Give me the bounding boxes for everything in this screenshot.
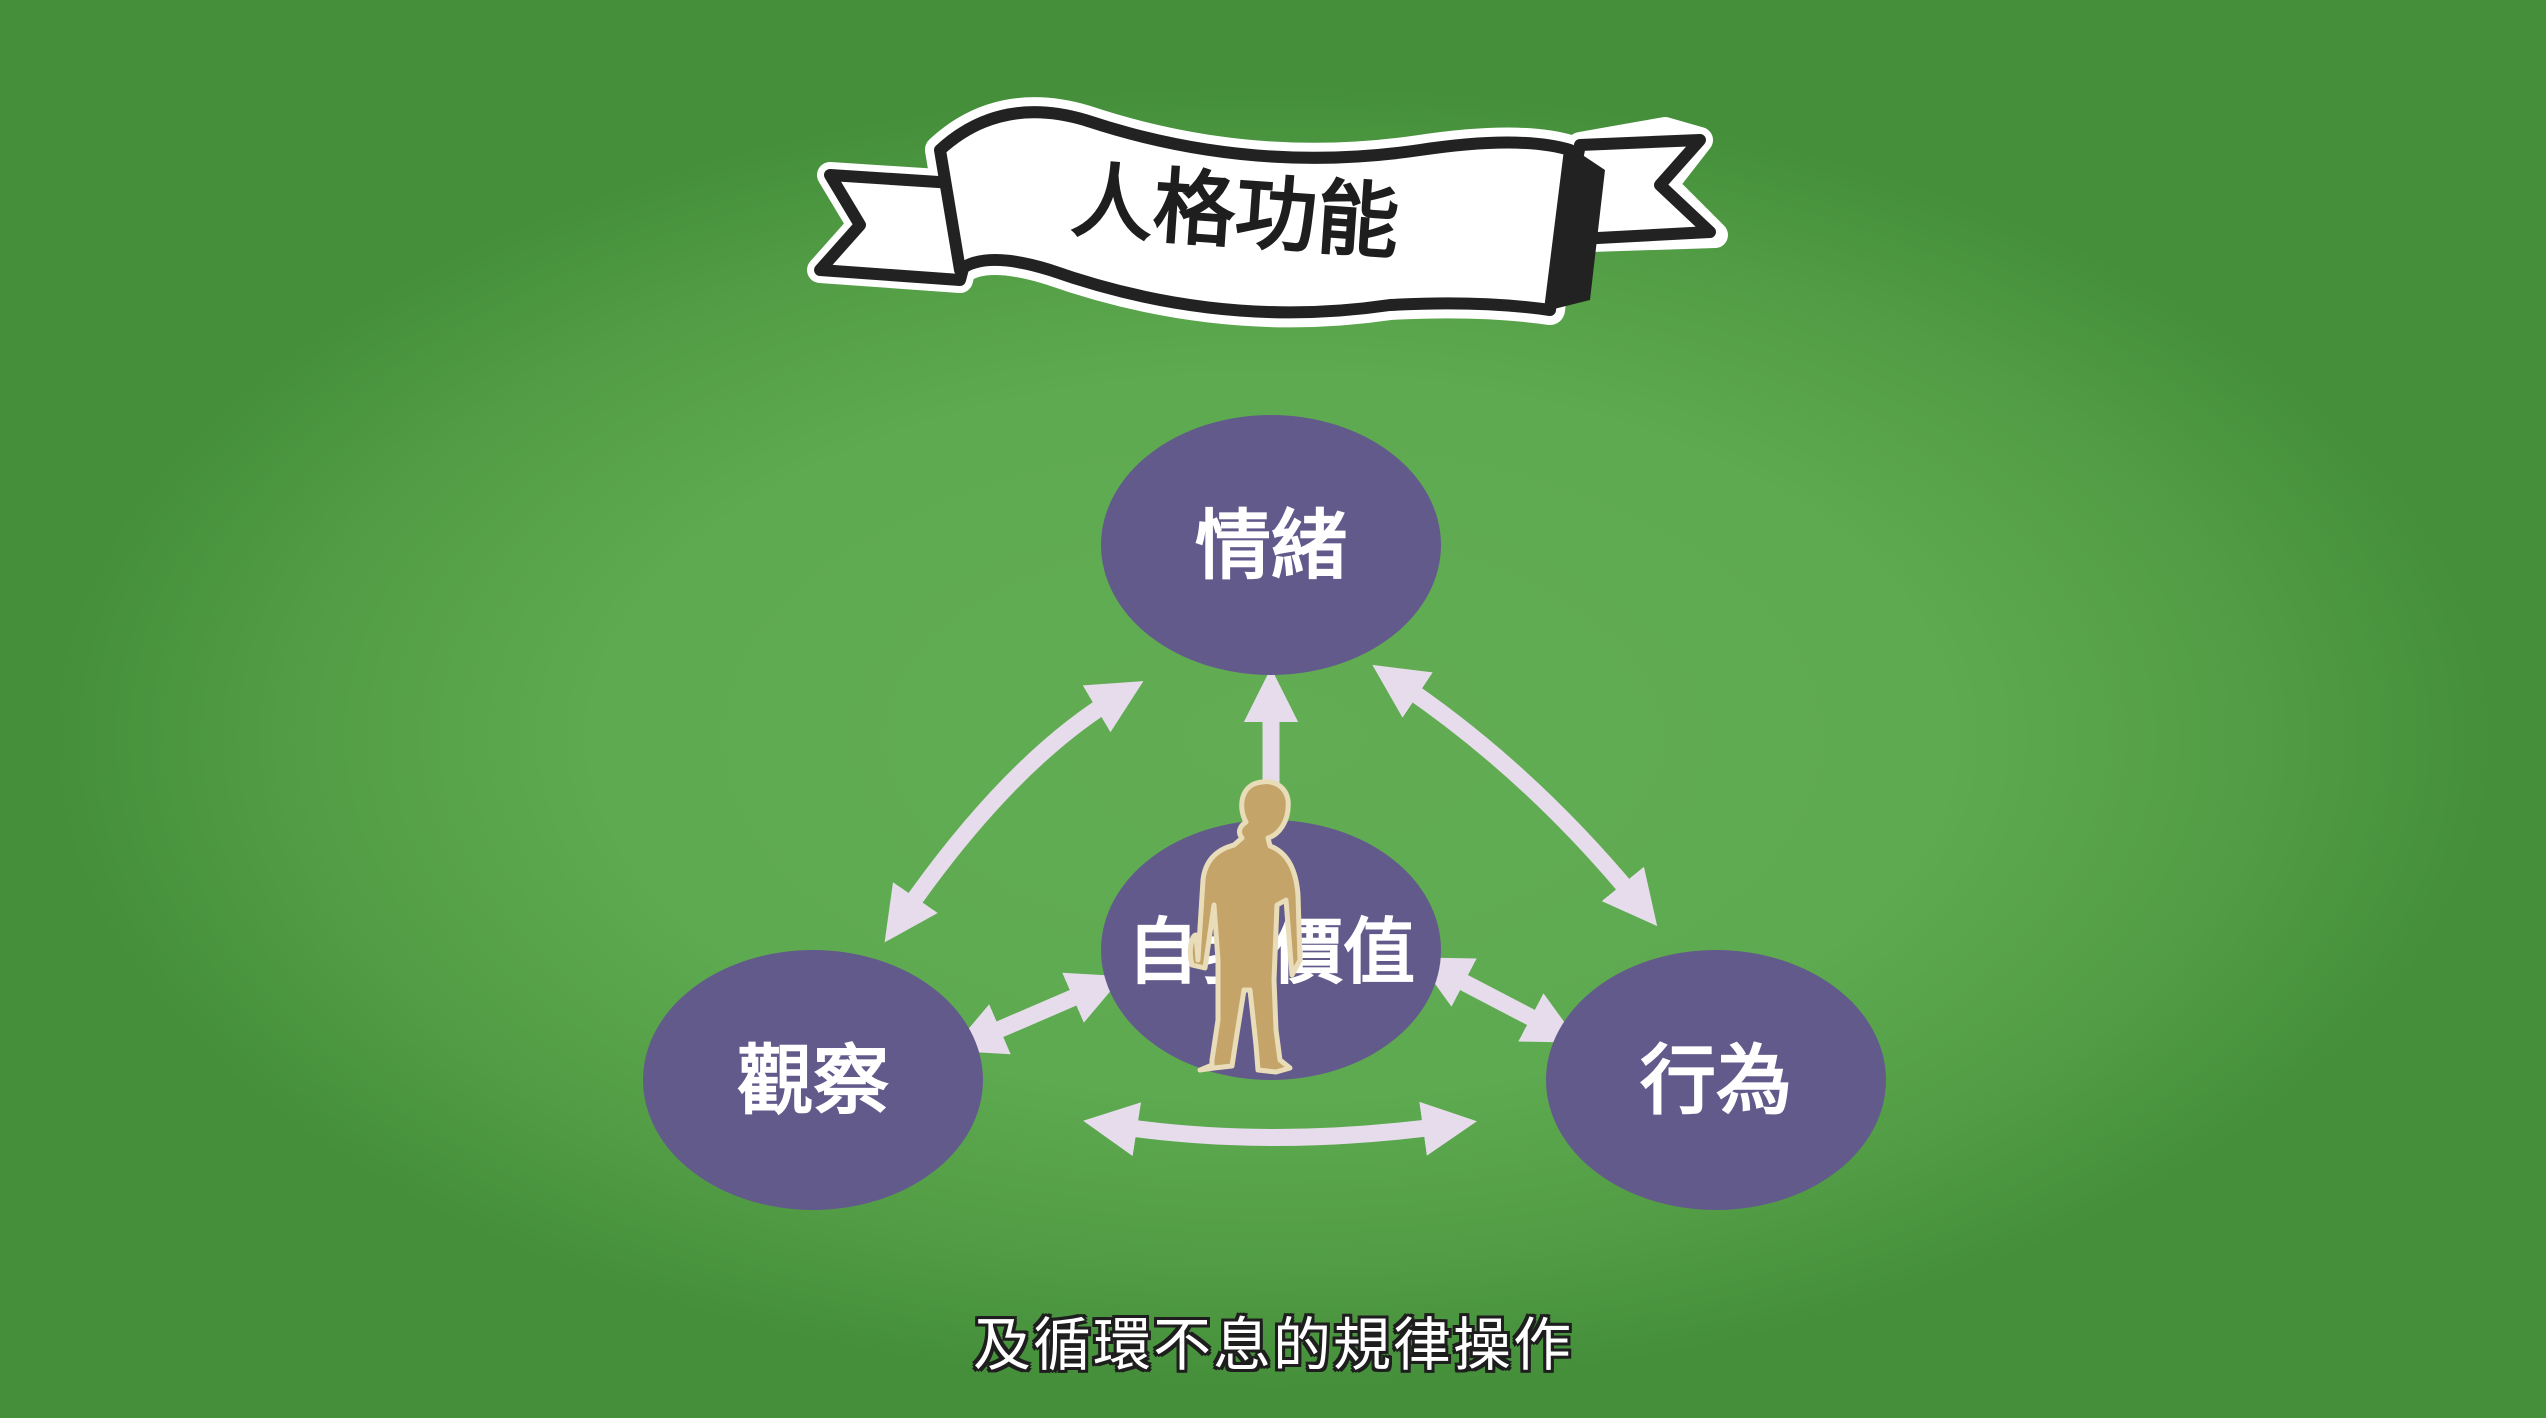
node-behavior: 行為 xyxy=(1546,950,1886,1210)
node-observe: 觀察 xyxy=(643,950,983,1210)
arrow-observe-behavior xyxy=(1083,1101,1477,1157)
arrow-observe-emotion xyxy=(884,681,1144,943)
arrow-emotion-behavior xyxy=(1372,664,1658,927)
relationship-arrows xyxy=(884,664,1658,1157)
node-behavior-label: 行為 xyxy=(1640,1036,1792,1125)
banner-ribbon-shape xyxy=(807,97,1728,328)
title-banner: 人格功能 xyxy=(807,97,1728,328)
node-observe-label: 觀察 xyxy=(737,1036,889,1125)
node-emotion-label: 情緒 xyxy=(1195,501,1347,590)
banner-title: 人格功能 xyxy=(1068,154,1402,272)
person-figure-icon xyxy=(1187,779,1303,1075)
node-emotion-circle xyxy=(1101,415,1441,675)
node-emotion: 情緒 xyxy=(1101,415,1441,675)
node-behavior-circle xyxy=(1546,950,1886,1210)
node-observe-circle xyxy=(643,950,983,1210)
arrow-observe-center xyxy=(950,972,1123,1055)
arrow-center-behavior xyxy=(1415,957,1580,1043)
video-subtitle: 及循環不息的規律操作 xyxy=(972,1311,1573,1379)
